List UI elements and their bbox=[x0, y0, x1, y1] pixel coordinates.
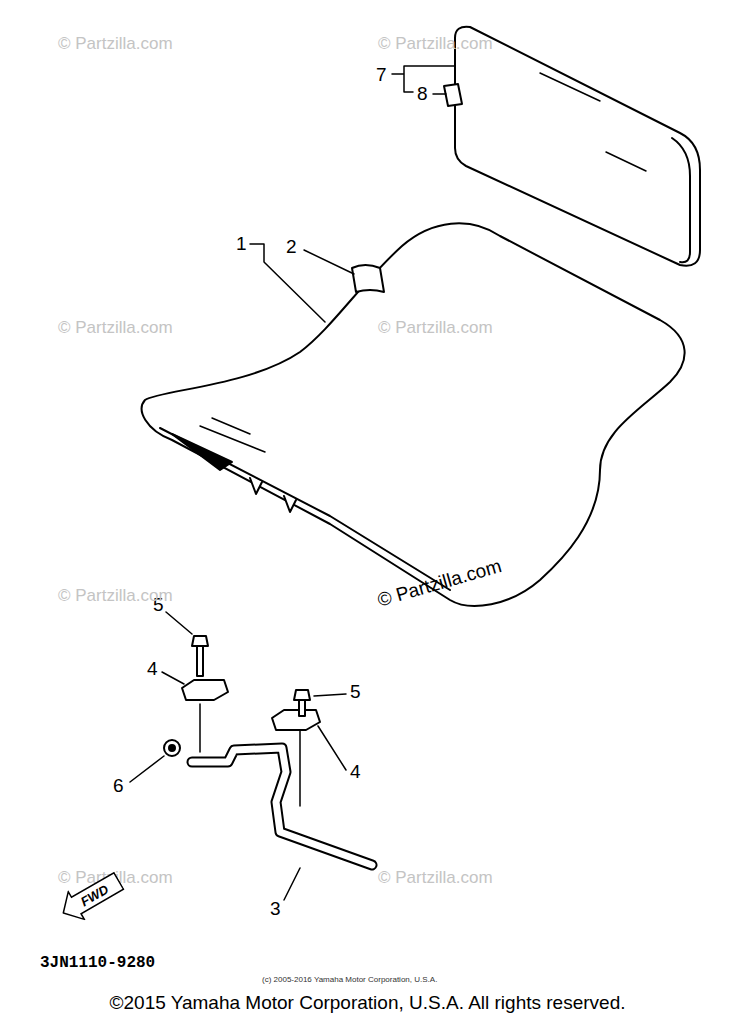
watermark: © Partzilla.com bbox=[378, 34, 493, 54]
caption: ©2015 Yamaha Motor Corporation, U.S.A. A… bbox=[0, 992, 735, 1014]
diagram-code: 3JN1110-9280 bbox=[40, 954, 155, 972]
watermark: © Partzilla.com bbox=[58, 34, 173, 54]
callout-number: 4 bbox=[147, 658, 158, 680]
callout-number: 7 bbox=[376, 64, 387, 86]
bracket-bar bbox=[192, 748, 372, 865]
seat-line bbox=[200, 418, 265, 452]
bracket-bar bbox=[192, 748, 372, 865]
watermark: © Partzilla.com bbox=[58, 318, 173, 338]
clamp-part bbox=[272, 710, 320, 730]
watermark: © Partzilla.com bbox=[378, 318, 493, 338]
nut-part bbox=[169, 745, 175, 751]
leader-line bbox=[130, 612, 346, 900]
callout-number: 1 bbox=[236, 233, 247, 255]
watermark: © Partzilla.com bbox=[378, 868, 493, 888]
backrest-line bbox=[540, 73, 646, 171]
nut-part bbox=[164, 740, 180, 756]
seat-underside bbox=[172, 434, 232, 470]
backrest-edge bbox=[672, 138, 690, 262]
leader-line bbox=[250, 244, 354, 322]
callout-number: 8 bbox=[417, 83, 428, 105]
clip-part bbox=[444, 84, 462, 106]
callout-number: 2 bbox=[286, 236, 297, 258]
clamp-part bbox=[182, 680, 228, 700]
bolt-part bbox=[192, 636, 208, 676]
backrest-pad bbox=[455, 27, 700, 266]
arrow-shape bbox=[55, 867, 126, 927]
copyright-note: (c) 2005-2016 Yamaha Motor Corporation, … bbox=[262, 975, 437, 984]
callout-number: 4 bbox=[350, 761, 361, 783]
seat-body bbox=[142, 223, 685, 606]
seat-tab bbox=[250, 478, 296, 512]
callout-number: 5 bbox=[350, 681, 361, 703]
callout-number: 3 bbox=[270, 898, 281, 920]
bolt-part bbox=[294, 690, 310, 716]
seat-skirt bbox=[160, 428, 450, 590]
watermark: © Partzilla.com bbox=[58, 586, 173, 606]
clip-part bbox=[352, 265, 384, 292]
callout-number: 6 bbox=[113, 775, 124, 797]
